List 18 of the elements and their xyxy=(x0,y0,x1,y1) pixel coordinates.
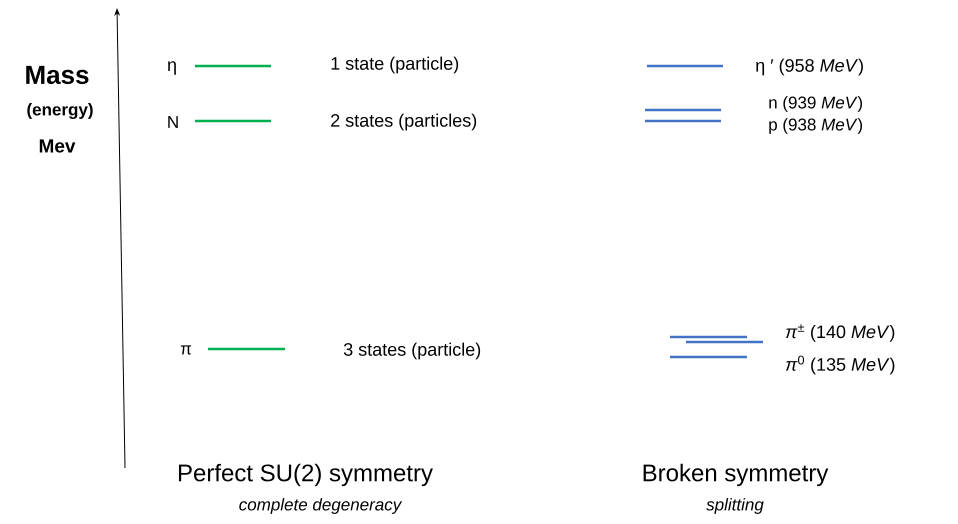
axis-title: Mass xyxy=(26,66,88,84)
panel-title: Broken symmetry xyxy=(644,464,828,486)
state-count-label: 1 state (particle) xyxy=(332,56,458,74)
mass-value-label: π$^{±}$ (140 MeV) xyxy=(786,324,894,342)
axis-title: Mev xyxy=(40,139,76,153)
mass-value-label: p (938 MeV) xyxy=(769,118,862,134)
mass-value-label: η ′ (958 MeV) xyxy=(756,58,863,76)
mass-value-label: n (939 MeV) xyxy=(769,96,862,112)
panel-title: Perfect SU(2) symmetry xyxy=(178,464,433,486)
panel-subtitle: complete degeneracy xyxy=(239,498,402,514)
state-count-label: 2 states (particles) xyxy=(331,114,476,130)
particle-symbol: η xyxy=(168,61,176,75)
panel-subtitle: splitting xyxy=(706,498,764,514)
particle-symbol: N xyxy=(168,116,178,128)
mass-value-label: π$^{0}$ (135 MeV) xyxy=(786,356,894,374)
particle-symbol: π xyxy=(180,345,192,355)
axis-title: (energy) xyxy=(27,103,93,119)
state-count-label: 3 states (particle) xyxy=(344,342,480,360)
